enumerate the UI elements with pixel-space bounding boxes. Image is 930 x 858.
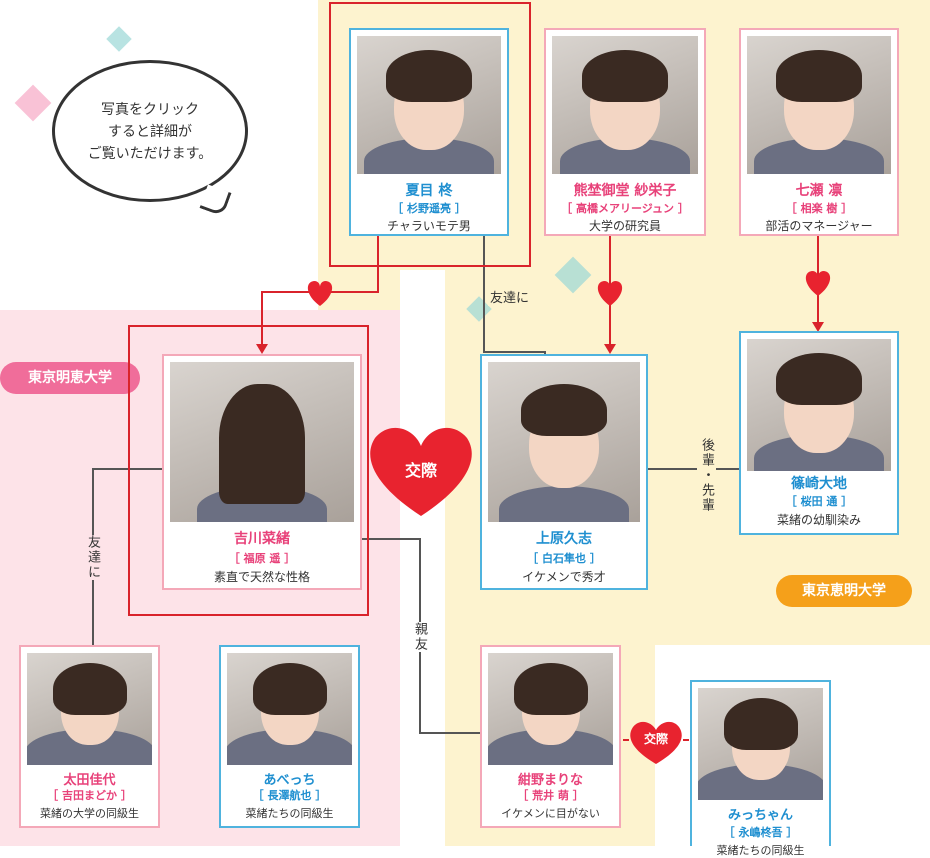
character-description: イケメンに目がない — [501, 807, 600, 820]
actor-name: ［ 長澤航也 ］ — [252, 789, 327, 802]
character-card-ota[interactable]: 太田佳代 ［ 吉田まどか ］ 菜緒の大学の同級生 — [19, 645, 160, 828]
heart-icon — [307, 281, 333, 306]
highlight-frame — [128, 325, 369, 616]
heart-icon — [597, 281, 623, 306]
character-name: 太田佳代 — [63, 773, 116, 788]
character-card-yoshikawa[interactable]: 吉川菜緒 ［ 福原 遥 ］ 素直で天然な性格 — [162, 354, 362, 590]
highlight-frame — [329, 2, 531, 267]
character-name: 上原久志 — [536, 531, 592, 547]
character-card-micchan[interactable]: みっちゃん ［ 永嶋柊吾 ］ 菜緒たちの同級生 — [690, 680, 831, 857]
character-name: 熊埜御堂 紗栄子 — [573, 183, 677, 199]
character-photo — [488, 653, 613, 765]
small-heart-icon — [630, 721, 682, 764]
character-name: 七瀬 凛 — [795, 183, 843, 199]
character-description: 素直で天然な性格 — [213, 570, 310, 584]
actor-name: ［ 荒井 萌 ］ — [517, 789, 584, 802]
character-card-shinozaki[interactable]: 篠崎大地 ［ 桜田 通 ］ 菜緒の幼馴染み — [739, 331, 899, 535]
actor-name: ［ 桜田 通 ］ — [785, 495, 853, 508]
friend-line-natsume-uehara — [483, 236, 546, 355]
actor-name: ［ 杉野遥亮 ］ — [392, 202, 466, 215]
character-name: みっちゃん — [727, 808, 793, 823]
character-card-abecchi[interactable]: あべっち ［ 長澤航也 ］ 菜緒たちの同級生 — [219, 645, 360, 828]
group-tag-left: 東京明恵大学 — [0, 362, 140, 394]
character-photo — [357, 36, 501, 174]
dating-label: 交際 — [404, 461, 437, 480]
friend-line-nao-ota — [92, 468, 162, 645]
character-card-konno[interactable]: 紺野まりな ［ 荒井 萌 ］ イケメンに目がない — [480, 645, 621, 828]
character-description: チャラいモテ男 — [387, 219, 471, 233]
character-photo — [747, 36, 891, 174]
dating-label: 交際 — [643, 732, 668, 746]
character-photo — [552, 36, 698, 174]
big-heart-icon — [370, 427, 472, 516]
character-photo — [227, 653, 352, 765]
actor-name: ［ 吉田まどか ］ — [47, 789, 132, 802]
character-card-kumaso[interactable]: 熊埜御堂 紗栄子 ［ 高橋メアリージュン ］ 大学の研究員 — [544, 28, 706, 236]
heart-icon — [805, 271, 831, 296]
hint-bubble: 写真をクリック すると詳細が ご覧いただけます。 — [52, 60, 248, 202]
relation-label-senior: 後輩・先輩 — [697, 438, 716, 513]
character-description: 部活のマネージャー — [765, 219, 873, 233]
character-description: 菜緒の大学の同級生 — [40, 807, 139, 820]
group-tag-right: 東京恵明大学 — [776, 575, 912, 607]
relation-label-friend: 友達に — [488, 287, 532, 306]
hint-line: すると詳細が — [108, 124, 192, 140]
hint-line: 写真をクリック — [101, 102, 199, 118]
hint-line: ご覧いただけます。 — [87, 146, 213, 162]
character-description: イケメンで秀才 — [522, 570, 606, 584]
character-description: 菜緒たちの同級生 — [716, 844, 805, 857]
character-description: 菜緒の幼馴染み — [776, 513, 861, 527]
character-photo — [747, 339, 891, 471]
relation-label-friend: 友達に — [83, 535, 102, 580]
character-name: 吉川菜緒 — [234, 531, 290, 547]
character-name: あべっち — [263, 773, 316, 788]
character-photo — [698, 688, 823, 800]
character-photo — [170, 362, 354, 522]
character-name: 篠崎大地 — [791, 476, 847, 492]
character-card-natsume[interactable]: 夏目 柊 ［ 杉野遥亮 ］ チャラいモテ男 — [349, 28, 509, 236]
relation-label-bestfriend: 親友 — [410, 622, 429, 652]
character-name: 夏目 柊 — [405, 183, 453, 199]
character-photo — [27, 653, 152, 765]
character-description: 大学の研究員 — [588, 219, 661, 233]
actor-name: ［ 永嶋柊吾 ］ — [723, 826, 798, 839]
actor-name: ［ 相楽 樹 ］ — [785, 202, 853, 215]
actor-name: ［ 福原 遥 ］ — [228, 552, 296, 565]
divider-area — [400, 270, 445, 846]
character-card-nanase[interactable]: 七瀬 凛 ［ 相楽 樹 ］ 部活のマネージャー — [739, 28, 899, 236]
character-photo — [488, 362, 640, 522]
character-card-uehara[interactable]: 上原久志 ［ 白石隼也 ］ イケメンで秀才 — [480, 354, 648, 590]
actor-name: ［ 白石隼也 ］ — [527, 552, 601, 565]
character-name: 紺野まりな — [517, 773, 583, 788]
character-description: 菜緒たちの同級生 — [245, 807, 334, 820]
actor-name: ［ 高橋メアリージュン ］ — [561, 202, 689, 215]
